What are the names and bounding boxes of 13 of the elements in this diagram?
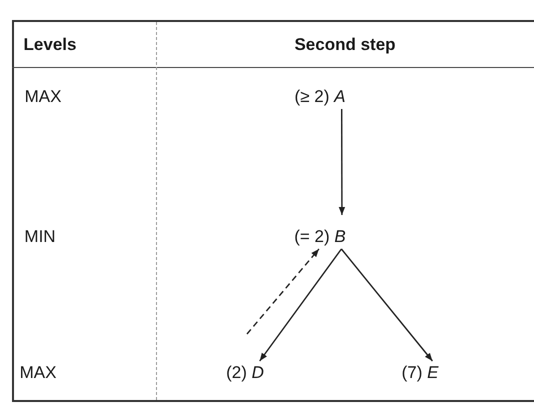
arrow (246, 248, 320, 334)
tree-node-label: (7) E (400, 361, 440, 385)
level-label: MAX (24, 87, 62, 107)
tree-node-label: (2) D (225, 361, 265, 385)
level-label: MIN (24, 227, 56, 247)
level-label: MAX (20, 363, 56, 383)
arrow (340, 248, 433, 362)
column-header: Second step (294, 35, 396, 55)
arrow (338, 109, 346, 215)
tree-node-label: (= 2) B (293, 225, 347, 249)
arrow (259, 248, 342, 362)
tree-node-label: (≥ 2) A (294, 85, 346, 109)
column-header: Levels (24, 35, 76, 55)
